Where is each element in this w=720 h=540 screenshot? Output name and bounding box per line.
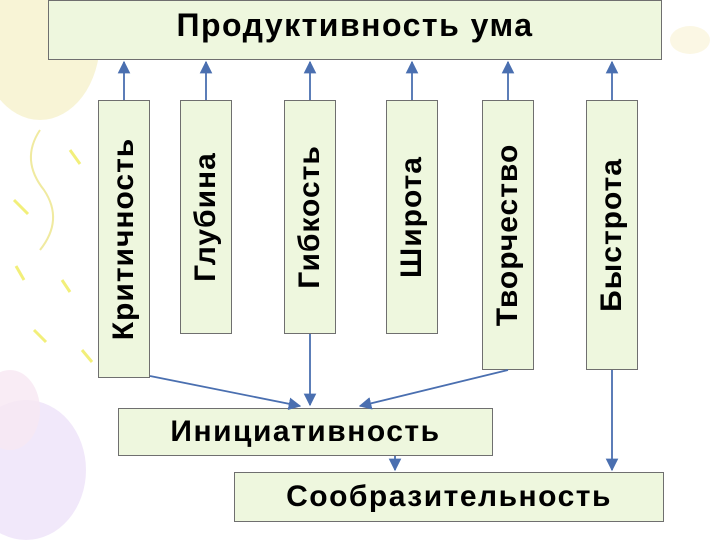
quick-wit-box: Сообразительность	[234, 472, 664, 522]
quality-label: Творчество	[491, 143, 524, 327]
title-box: Продуктивность ума	[48, 0, 662, 60]
quality-label: Критичность	[107, 137, 140, 341]
diagram-title: Продуктивность ума	[176, 7, 534, 43]
quality-box-creativity: Творчество	[482, 100, 534, 370]
quality-box-speed: Быстрота	[586, 100, 638, 370]
quick-wit-label: Сообразительность	[286, 480, 612, 513]
quality-box-flexibility: Гибкость	[284, 100, 336, 334]
quality-label: Глубина	[189, 152, 222, 282]
quality-label: Гибкость	[293, 145, 326, 289]
quality-box-depth: Глубина	[180, 100, 232, 334]
quality-label: Быстрота	[595, 158, 628, 312]
quality-box-criticality: Критичность	[98, 100, 150, 378]
initiative-box: Инициативность	[118, 408, 493, 456]
quality-label: Широта	[395, 156, 428, 278]
initiative-label: Инициативность	[170, 415, 441, 448]
quality-box-breadth: Широта	[386, 100, 438, 334]
